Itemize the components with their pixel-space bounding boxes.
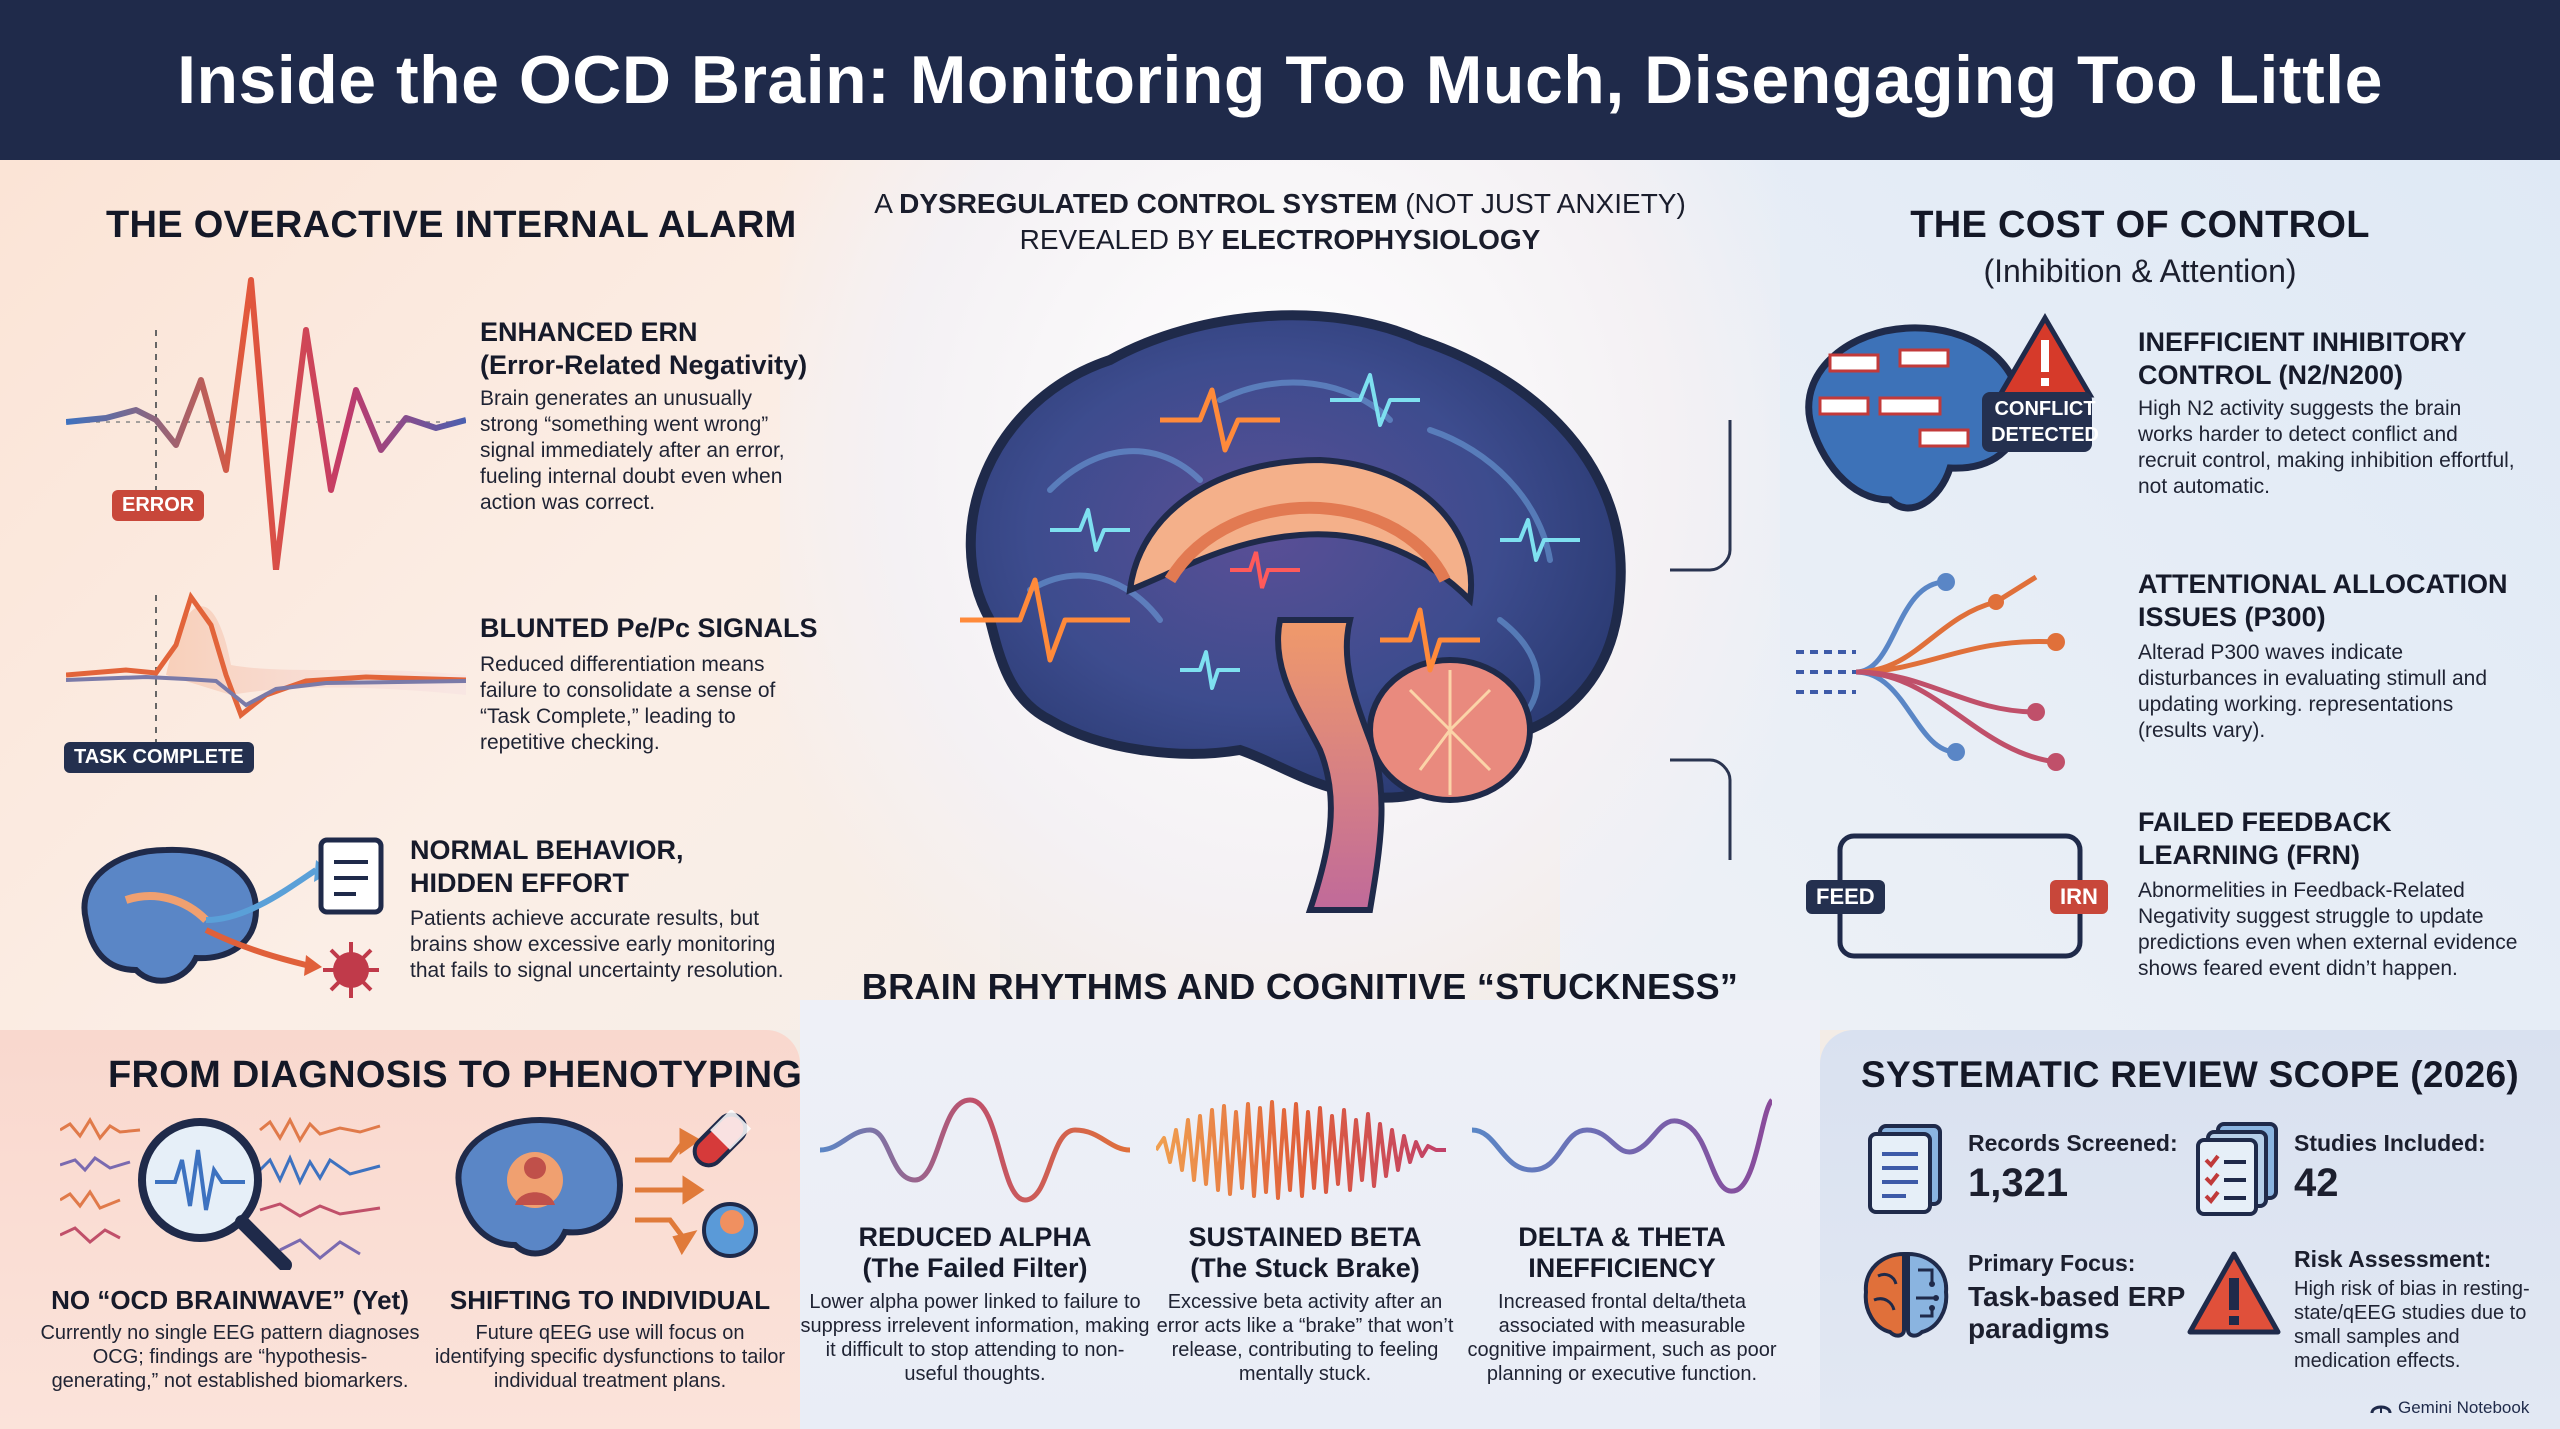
- shifting-individual-title: SHIFTING TO INDIVIDUAL: [449, 1285, 771, 1315]
- ern-description: Brain generates an unusually strong “som…: [480, 387, 785, 514]
- header-bar: Inside the OCD Brain: Monitoring Too Muc…: [0, 0, 2560, 160]
- right-section-subtitle: (Inhibition & Attention): [1983, 253, 2297, 289]
- bottom-left-panel-bg: [0, 1030, 800, 1429]
- brain-circuit-icon: [1863, 1251, 1949, 1338]
- hidden-effort-title: NORMAL BEHAVIOR, HIDDEN EFFORT: [410, 835, 684, 898]
- page-title: Inside the OCD Brain: Monitoring Too Muc…: [177, 42, 2383, 118]
- bottom-right-panel-bg: [1820, 1030, 2560, 1429]
- studies-included-value: 42: [2294, 1161, 2339, 1205]
- individual-treatment-icon: [455, 1110, 758, 1258]
- ern-waveform-graphic: [66, 277, 466, 570]
- records-screened-label: Records Screened:: [1968, 1130, 2178, 1156]
- magnifier-eeg-icon: [60, 1116, 381, 1270]
- bottom-right-section-title: SYSTEMATIC REVIEW SCOPE (2026): [1861, 1054, 2519, 1095]
- ern-title: ENHANCED ERN (Error-Related Negativity): [480, 317, 808, 380]
- center-subtitle: A DYSREGULATED CONTROL SYSTEM (NOT JUST …: [780, 186, 1780, 258]
- sustained-beta-title: SUSTAINED BETA (The Stuck Brake): [1188, 1222, 1422, 1283]
- center-subtitle-line1: A DYSREGULATED CONTROL SYSTEM (NOT JUST …: [874, 188, 1686, 219]
- right-section-heading: THE COST OF CONTROL (Inhibition & Attent…: [1840, 204, 2440, 290]
- right-section-title: THE COST OF CONTROL: [1910, 204, 2370, 246]
- frn-description: Abnormelities in Feedback-Related Negati…: [2138, 879, 2518, 980]
- bottom-center-section-title: BRAIN RHYTHMS AND COGNITIVE “STUCKNESS”: [861, 966, 1739, 1007]
- attention-branch-icon: [1796, 573, 2065, 771]
- beta-wave-graphic: [1156, 1100, 1446, 1200]
- feed-tag: FEED: [1806, 880, 1885, 914]
- records-screened-value: 1,321: [1968, 1161, 2069, 1205]
- irn-tag: IRN: [2050, 880, 2108, 914]
- brand-logo-icon: [2370, 1405, 2392, 1414]
- studies-checklist-icon: [2196, 1122, 2278, 1216]
- studies-included-label: Studies Included:: [2294, 1130, 2486, 1156]
- no-ocd-brainwave-description: Currently no single EEG pattern diagnose…: [40, 1322, 420, 1392]
- risk-assessment-description: High risk of bias in resting-state/qEEG …: [2294, 1278, 2530, 1372]
- shifting-individual-block: SHIFTING TO INDIVIDUAL Future qEEG use w…: [430, 1284, 790, 1393]
- risk-assessment-stat: Risk Assessment: High risk of bias in re…: [2294, 1246, 2544, 1373]
- shifting-individual-description: Future qEEG use will focus on identifyin…: [434, 1322, 786, 1392]
- sustained-beta-block: SUSTAINED BETA (The Stuck Brake) Excessi…: [1150, 1222, 1460, 1386]
- central-brain-illustration: [960, 310, 1626, 913]
- records-screened-stat: Records Screened: 1,321: [1968, 1130, 2178, 1206]
- pe-pc-waveform-graphic: [66, 591, 466, 745]
- bottom-left-section-title: FROM DIAGNOSIS TO PHENOTYPING: [108, 1054, 803, 1096]
- bottom-center-panel-bg: [800, 1000, 1820, 1429]
- risk-assessment-label: Risk Assessment:: [2294, 1246, 2492, 1272]
- brand-name: Gemini Notebook: [2398, 1398, 2530, 1417]
- alpha-wave-graphic: [820, 1097, 1130, 1203]
- risk-warning-icon: [2187, 1251, 2281, 1335]
- p300-title: ATTENTIONAL ALLOCATION ISSUES (P300): [2138, 569, 2508, 632]
- left-section-title: THE OVERACTIVE INTERNAL ALARM: [106, 204, 797, 246]
- hidden-effort-graphic: [81, 837, 384, 998]
- delta-theta-title: DELTA & THETA INEFFICIENCY: [1518, 1222, 1726, 1283]
- conflict-brain-icon: [1805, 313, 2095, 512]
- error-tag: ERROR: [112, 490, 205, 521]
- frn-title: FAILED FEEDBACK LEARNING (FRN): [2138, 807, 2392, 870]
- primary-focus-stat: Primary Focus: Task-based ERP paradigms: [1968, 1250, 2185, 1345]
- reduced-alpha-description: Lower alpha power linked to failure to s…: [800, 1291, 1150, 1385]
- n2-title: INEFFICIENT INHIBITORY CONTROL (N2/N200): [2138, 327, 2467, 390]
- delta-theta-block: DELTA & THETA INEFFICIENCY Increased fro…: [1462, 1222, 1782, 1386]
- no-ocd-brainwave-title: NO “OCD BRAINWAVE” (Yet): [51, 1285, 409, 1315]
- no-ocd-brainwave-block: NO “OCD BRAINWAVE” (Yet) Currently no si…: [40, 1284, 420, 1393]
- primary-focus-value: Task-based ERP paradigms: [1968, 1281, 2186, 1344]
- pe-pc-description: Reduced differentiation means failure to…: [480, 653, 776, 754]
- p300-description: Alterad P300 waves indicate disturbances…: [2138, 641, 2488, 742]
- records-document-icon: [1868, 1124, 1942, 1214]
- pe-pc-title: BLUNTED Pe/Pc SIGNALS: [480, 613, 818, 643]
- reduced-alpha-title: REDUCED ALPHA (The Failed Filter): [858, 1222, 1092, 1283]
- task-complete-tag: TASK COMPLETE: [64, 742, 254, 773]
- conflict-detected-tag: CONFLICT DETECTED: [1991, 398, 2099, 446]
- sustained-beta-description: Excessive beta activity after an error a…: [1156, 1291, 1454, 1385]
- studies-included-stat: Studies Included: 42: [2294, 1130, 2486, 1206]
- n2-description: High N2 activity suggests the brain work…: [2138, 397, 2515, 498]
- primary-focus-label: Primary Focus:: [1968, 1250, 2136, 1276]
- center-subtitle-line2: REVEALED BY ELECTROPHYSIOLOGY: [1019, 224, 1541, 255]
- delta-theta-wave-graphic: [1472, 1098, 1772, 1194]
- brand-watermark: Gemini Notebook: [2370, 1398, 2529, 1418]
- hidden-effort-description: Patients achieve accurate results, but b…: [410, 907, 784, 982]
- delta-theta-description: Increased frontal delta/theta associated…: [1467, 1291, 1777, 1385]
- connector-lines: [1670, 420, 1732, 860]
- reduced-alpha-block: REDUCED ALPHA (The Failed Filter) Lower …: [800, 1222, 1150, 1386]
